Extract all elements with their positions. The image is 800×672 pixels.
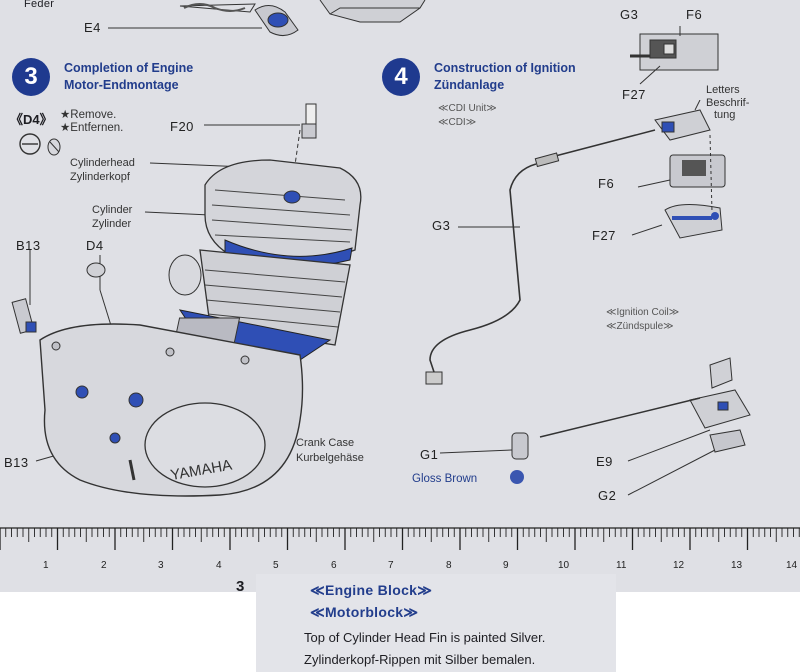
remove-en: ★Remove. (60, 109, 117, 121)
part-g3-top: G3 (620, 7, 639, 22)
ignition-coil-label-en: ≪Ignition Coil≫ (606, 307, 680, 318)
step-4-title-de: Zündanlage (434, 78, 505, 92)
letters-de-1: Beschrif- (706, 97, 750, 109)
part-b13-top: B13 (16, 238, 41, 253)
letters-en: Letters (706, 84, 740, 96)
crankcase-en: Crank Case (296, 437, 355, 449)
part-e4: E4 (84, 20, 101, 35)
ruler-number: 10 (558, 560, 570, 571)
part-g1: G1 (420, 447, 439, 462)
ruler-number: 1 (43, 560, 49, 571)
step-4-title-en: Construction of Ignition (434, 61, 576, 75)
ruler-number: 3 (158, 560, 164, 571)
step-3-title-de: Motor-Endmontage (64, 78, 179, 92)
ruler-number: 5 (273, 560, 279, 571)
step-4-badge: 4 (382, 58, 420, 96)
part-b13-bottom: B13 (4, 455, 29, 470)
ruler-number: 8 (446, 560, 452, 571)
part-f27: F27 (592, 228, 616, 243)
part-e9: E9 (596, 454, 613, 469)
top-parts-drawing (108, 0, 426, 36)
cylinder-de: Zylinder (92, 218, 132, 230)
ruler-number: 9 (503, 560, 509, 571)
feder-label: Feder (24, 0, 55, 10)
cylinderhead-de: Zylinderkopf (70, 171, 130, 183)
part-f27-top: F27 (622, 87, 646, 102)
remove-icon (19, 133, 61, 156)
part-g3: G3 (432, 218, 451, 233)
note-text-de: Zylinderkopf-Rippen mit Silber bemalen. (304, 652, 536, 667)
cdi-unit-label-en: ≪CDI Unit≫ (438, 103, 497, 114)
ruler-number: 14 (786, 560, 798, 571)
ruler-number: 7 (388, 560, 394, 571)
letters-de-2: tung (714, 109, 736, 121)
ruler-number: 2 (101, 560, 107, 571)
ruler-number: 12 (673, 560, 685, 571)
gloss-brown-label: Gloss Brown (412, 473, 478, 485)
note-text-en: Top of Cylinder Head Fin is painted Silv… (304, 630, 546, 645)
note-title-de: ≪Motorblock≫ (310, 604, 419, 620)
part-f6: F6 (598, 176, 615, 191)
note-title-en: ≪Engine Block≫ (310, 582, 433, 598)
part-d4: D4 (86, 238, 104, 253)
cylinder-en: Cylinder (92, 204, 133, 216)
part-f20: F20 (170, 119, 194, 134)
remove-code: 《D4》 (10, 112, 53, 127)
instruction-sheet: Feder E4 3 Completion of Engine Motor-En… (0, 0, 800, 592)
page-number: 3 (236, 578, 245, 595)
ruler-ticks (0, 527, 800, 550)
crankcase-de: Kurbelgehäse (296, 452, 364, 464)
engine-block-note: ≪Engine Block≫ ≪Motorblock≫ Top of Cylin… (256, 574, 616, 672)
ignition-coil-label-de: ≪Zündspule≫ (606, 321, 674, 332)
step-3-title-en: Completion of Engine (64, 61, 194, 75)
part-f6-top: F6 (686, 7, 703, 22)
engine-drawing: YAMAHA (11, 103, 362, 497)
ignition-drawing (425, 100, 751, 496)
ruler-number: 13 (731, 560, 743, 571)
ruler-number: 6 (331, 560, 337, 571)
ruler-number: 4 (216, 560, 222, 571)
cylinderhead-en: Cylinderhead (70, 157, 135, 169)
ruler-number: 11 (616, 560, 627, 571)
part-g2: G2 (598, 488, 617, 503)
step-3-badge: 3 (12, 58, 50, 96)
remove-de: ★Entfernen. (60, 122, 124, 134)
cdi-assembly-mini (630, 26, 719, 85)
cdi-unit-label-de: ≪CDI≫ (438, 117, 477, 128)
